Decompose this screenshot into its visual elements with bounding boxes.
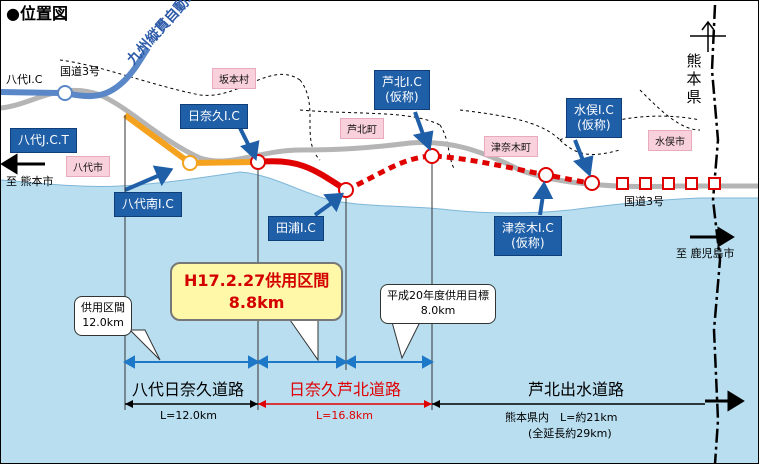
section-length-1: L=12.0km	[160, 409, 217, 422]
map-title: ●位置図	[6, 4, 68, 23]
section-length-3-total: (全延長約29km)	[528, 427, 612, 440]
highlight-opened-section: H17.2.27供用区間 8.8km	[170, 262, 344, 322]
municipal-boundaries	[59, 59, 701, 171]
kyushu-expressway-line-2	[65, 46, 151, 100]
planned-squares	[616, 177, 721, 190]
ic-markers	[57, 85, 600, 198]
label-yatsushiro-city: 八代市	[66, 156, 110, 177]
ic-minamata: 水俣I.C (仮称)	[566, 98, 622, 138]
section-name-3: 芦北出水道路	[528, 380, 625, 399]
note-target-length: 8.0km	[420, 303, 456, 317]
marker-yatsushiro-ic	[57, 85, 73, 101]
note-in-service-label: 供用区間	[81, 301, 125, 314]
note-in-service-length: 12.0km	[82, 315, 124, 329]
marker-yatsushiro-minami	[182, 155, 198, 171]
callout-arrows	[124, 111, 594, 217]
marker-ashikita	[424, 148, 440, 164]
highlight-line1: H17.2.27供用区間	[184, 271, 330, 290]
ic-tsunagi: 津奈木I.C (仮称)	[494, 216, 562, 256]
note-in-service: 供用区間 12.0km	[74, 296, 132, 336]
section-length-3: 熊本県内 L=約21km	[505, 411, 618, 424]
section-length-2: L=16.8km	[316, 409, 373, 422]
kyushu-expressway-line	[0, 89, 61, 96]
ic-ashikita: 芦北I.C (仮称)	[374, 70, 430, 110]
ic-tanoura: 田浦I.C	[268, 216, 324, 241]
section-name-2: 日奈久芦北道路	[289, 380, 402, 399]
direction-arrows	[0, 153, 745, 412]
ic-ashikita-name: 芦北I.C	[382, 75, 422, 89]
label-to-kagoshima: 至 鹿児島市	[676, 247, 735, 260]
section-bands	[125, 400, 705, 408]
prefecture-boundary	[710, 4, 722, 464]
note-target-label: 平成20年度供用目標	[387, 289, 489, 302]
section-name-1: 八代日奈久道路	[132, 380, 245, 399]
note-target: 平成20年度供用目標 8.0km	[380, 284, 496, 324]
ic-ashikita-note: (仮称)	[385, 90, 419, 104]
north-arrow	[690, 20, 726, 52]
ic-minamata-name: 水俣I.C	[574, 103, 614, 117]
label-kumamoto-pref: 熊本県	[686, 52, 702, 106]
label-route3-top: 国道3号	[60, 65, 100, 78]
label-yatsushiro-ic: 八代I.C	[6, 73, 43, 86]
label-tsunagi-town: 津奈木町	[484, 136, 538, 157]
ic-yatsushiro-minami: 八代南I.C	[114, 192, 182, 217]
label-route3-bottom: 国道3号	[624, 195, 664, 208]
road-new-section	[257, 158, 348, 193]
label-ashikita-town: 芦北町	[340, 118, 384, 139]
marker-minamata	[584, 175, 600, 191]
ic-tsunagi-name: 津奈木I.C	[502, 221, 554, 235]
highlight-line2: 8.8km	[228, 292, 285, 312]
road-planned-section	[344, 153, 593, 193]
ic-hinagu: 日奈久I.C	[180, 104, 248, 129]
note-pointers	[128, 317, 421, 362]
label-to-kumamoto: 至 熊本市	[6, 175, 54, 188]
ic-minamata-note: (仮称)	[577, 118, 611, 132]
marker-tsunagi	[538, 167, 554, 183]
label-minamata-city: 水俣市	[648, 130, 692, 151]
label-sakamoto-village: 坂本村	[212, 68, 256, 89]
ic-tsunagi-note: (仮称)	[511, 236, 545, 250]
dimension-lines	[122, 355, 435, 369]
ic-yatsushiro-jct: 八代J.C.T	[10, 128, 77, 153]
